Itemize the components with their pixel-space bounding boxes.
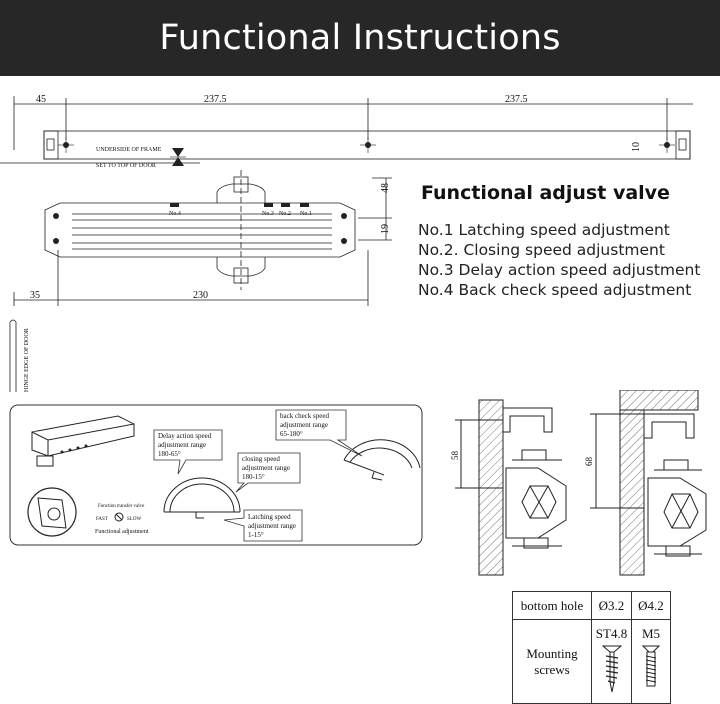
mounting-screws-cell: Mounting screws xyxy=(512,619,592,704)
screw-hole-icon xyxy=(341,238,347,244)
screws-label: screws xyxy=(534,661,570,677)
machine-screw-icon xyxy=(641,645,661,687)
valve-marker xyxy=(170,203,179,207)
valve-caption: Function transfer valve xyxy=(98,504,145,509)
functional-adjustment: Functional adjustment xyxy=(95,529,149,535)
callout-delay-3: 180-65° xyxy=(158,450,181,458)
valve-marker xyxy=(264,203,273,207)
callout-closing-1: closing speed xyxy=(242,455,280,463)
mounting-views: 58 68 xyxy=(450,390,707,576)
valve-label-no2: No.2 xyxy=(279,211,291,217)
dim-237-left: 237.5 xyxy=(204,94,227,105)
holes-table: bottom hole Ø3.2 Ø4.2 Mounting screws ST… xyxy=(512,591,671,704)
label-set-top: SET TO TOP OF DOOR xyxy=(96,163,156,169)
page-header: Functional Instructions xyxy=(0,0,720,76)
callout-latching-1: Latching speed xyxy=(248,513,291,521)
dim-35: 35 xyxy=(30,290,40,301)
dim-58: 58 xyxy=(450,451,460,461)
screw-st48-label: ST4.8 xyxy=(595,626,628,641)
screw-hole-icon xyxy=(53,213,59,219)
mounting-label: Mounting xyxy=(526,645,578,661)
wood-screw-icon xyxy=(601,645,622,693)
valve-marker xyxy=(300,203,309,207)
valve-label-no3: No.3 xyxy=(262,211,274,217)
screw-hole-icon xyxy=(53,238,59,244)
adjustment-panel: Function transfer valve FAST SLOW Functi… xyxy=(9,404,423,546)
fast-label: FAST xyxy=(96,517,108,522)
slow-label: SLOW xyxy=(127,517,141,522)
valve-label-no1: No.1 xyxy=(300,211,312,217)
wall-right xyxy=(619,409,645,576)
callout-closing-2: adjustment range xyxy=(242,464,290,472)
valve-label-no4: No.4 xyxy=(169,211,181,217)
valve-item-3: No.3 Delay action speed adjustment xyxy=(418,261,701,279)
dim-19: 19 xyxy=(380,224,391,234)
callout-delay-2: adjustment range xyxy=(158,441,206,449)
screw-st48-cell: ST4.8 xyxy=(591,619,632,704)
bottom-hole-cell: bottom hole xyxy=(512,591,592,620)
valve-title: Functional adjust valve xyxy=(421,182,670,204)
valve-item-1: No.1 Latching speed adjustment xyxy=(418,221,670,239)
valve-item-4: No.4 Back check speed adjustment xyxy=(418,281,692,299)
dim-230: 230 xyxy=(193,290,208,301)
callout-latching-3: 1-15° xyxy=(248,531,264,539)
page-title: Functional Instructions xyxy=(159,18,561,58)
callout-backcheck-2: adjustment range xyxy=(280,421,328,429)
dim-68: 68 xyxy=(584,457,594,467)
callout-closing-3: 180-15° xyxy=(242,473,265,481)
callout-delay-1: Delay action speed xyxy=(158,432,212,440)
label-underside: UNDERSIDE OF FRAME xyxy=(96,147,162,153)
installation-drawing: 45 237.5 237.5 10 UNDERSIDE OF FRAME SET… xyxy=(0,94,693,392)
hole-d1: Ø3.2 xyxy=(591,591,632,620)
hinge-edge-label: HINGE EDGE OF DOOR xyxy=(24,328,30,392)
valve-marker xyxy=(281,203,290,207)
frame-head xyxy=(619,390,699,411)
valve-panel: Functional adjust valve No.1 Latching sp… xyxy=(418,182,718,300)
dim-45: 45 xyxy=(36,94,46,105)
callout-backcheck-3: 65-180° xyxy=(280,430,303,438)
callout-backcheck-1: back check speed xyxy=(280,412,329,420)
dim-10: 10 xyxy=(631,142,642,152)
valve-item-2: No.2. Closing speed adjustment xyxy=(418,241,665,259)
screw-m5-label: M5 xyxy=(641,626,661,641)
dim-237-right: 237.5 xyxy=(505,94,528,105)
callout-latching-2: adjustment range xyxy=(248,522,296,530)
hole-d2: Ø4.2 xyxy=(631,591,671,620)
screw-m5-cell: M5 xyxy=(631,619,671,704)
screw-hole-icon xyxy=(341,213,347,219)
dim-48: 48 xyxy=(380,183,391,193)
